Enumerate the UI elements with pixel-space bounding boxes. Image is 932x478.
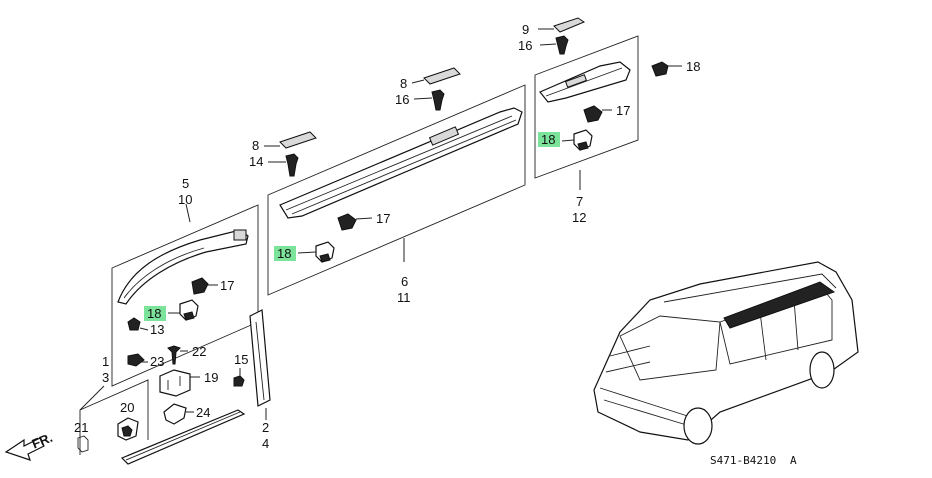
- front-arrow-icon: [4, 437, 45, 461]
- clip-18-middle: [297, 241, 335, 263]
- front-label: FR.: [30, 430, 55, 452]
- bracket-19: [159, 369, 200, 397]
- label-22: 22: [192, 344, 206, 359]
- van-illustration: [593, 261, 859, 445]
- highlight-18-rear: [538, 132, 560, 147]
- label-18-top: 18: [686, 59, 700, 74]
- label-24: 24: [196, 405, 210, 420]
- label-9: 9: [522, 22, 529, 37]
- label-7: 7: [576, 194, 583, 209]
- clip-16-rear: [539, 35, 569, 55]
- diagram-code: S471-B4210: [710, 454, 776, 467]
- label-18-rear: 18: [541, 132, 555, 147]
- clip-17-rear: [583, 105, 612, 123]
- screw-22: [167, 345, 188, 365]
- label-16-middle: 16: [395, 92, 409, 107]
- clip-23: [127, 353, 148, 367]
- label-21: 21: [74, 420, 88, 435]
- label-15: 15: [234, 352, 248, 367]
- label-16-rear: 16: [518, 38, 532, 53]
- label-18-middle: 18: [277, 246, 291, 261]
- side-sill-molding: [120, 409, 246, 465]
- end-cap-9: [538, 17, 586, 33]
- clip-16-middle: [413, 89, 445, 111]
- label-19: 19: [204, 370, 218, 385]
- clip-14: [268, 153, 299, 177]
- front-roof-rail: [117, 229, 249, 305]
- label-13: 13: [150, 322, 164, 337]
- clip-18-rear: [561, 129, 593, 151]
- rear-roof-rail: [539, 61, 631, 103]
- label-17-rear: 17: [616, 103, 630, 118]
- label-18-front: 18: [147, 306, 161, 321]
- clip-15: [233, 368, 245, 387]
- label-11: 11: [397, 290, 411, 305]
- lower-garnish-frame: [79, 379, 149, 455]
- label-23: 23: [150, 354, 164, 369]
- end-cap-8-left: [264, 131, 317, 149]
- label-17-front: 17: [220, 278, 234, 293]
- clip-24: [163, 403, 194, 425]
- leader-5-10: [185, 203, 191, 223]
- clip-17-front: [191, 277, 218, 295]
- label-4: 4: [262, 436, 269, 451]
- label-12: 12: [572, 210, 586, 225]
- label-10: 10: [178, 192, 192, 207]
- clip-20: [117, 417, 139, 441]
- label-2: 2: [262, 420, 269, 435]
- end-cap-8-right: [411, 67, 461, 85]
- highlight-18-front: [144, 306, 166, 321]
- label-8-left: 8: [252, 138, 259, 153]
- clip-21: [77, 435, 89, 453]
- label-20: 20: [120, 400, 134, 415]
- bolt-18-top: [651, 61, 682, 77]
- clip-17-middle: [337, 213, 373, 231]
- middle-roof-rail: [279, 107, 523, 219]
- pillar-garnish-2-4: [249, 309, 271, 420]
- label-1: 1: [102, 354, 109, 369]
- clip-18-front: [168, 299, 199, 321]
- middle-rail-frame: [267, 84, 526, 296]
- label-14: 14: [249, 154, 263, 169]
- label-17-middle: 17: [376, 211, 390, 226]
- diagram-code-mark: A: [790, 454, 797, 467]
- bolt-13: [127, 317, 149, 331]
- leader-1-3: [79, 385, 105, 411]
- label-8-right: 8: [400, 76, 407, 91]
- highlight-18-middle: [274, 246, 296, 261]
- label-6: 6: [401, 274, 408, 289]
- label-3: 3: [102, 370, 109, 385]
- rear-rail-frame: [534, 35, 639, 179]
- label-5: 5: [182, 176, 189, 191]
